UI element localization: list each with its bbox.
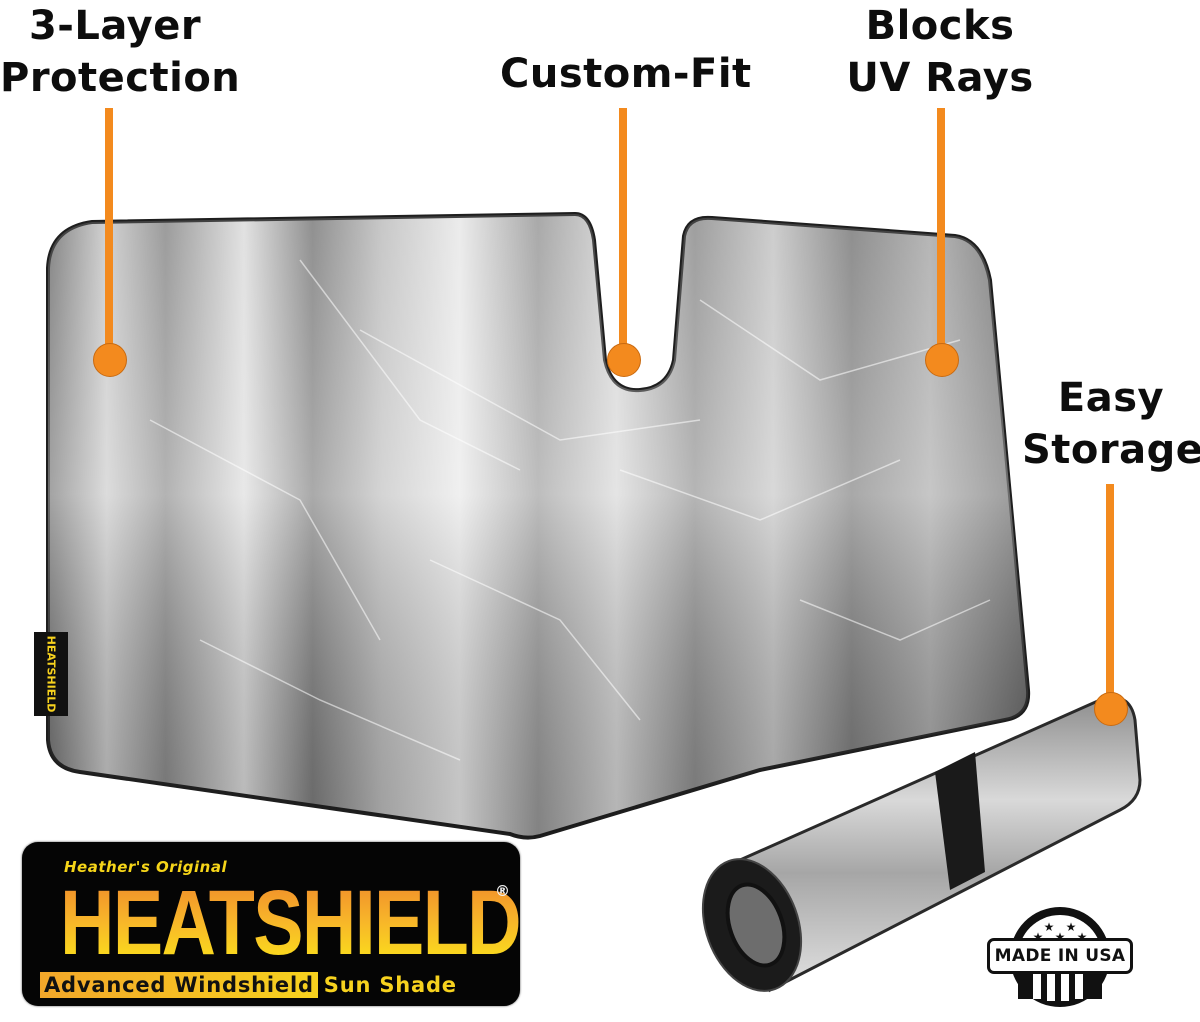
- callout-connector-custom-fit: [619, 108, 627, 358]
- callout-dot-custom-fit: [607, 343, 641, 377]
- callout-line-text: 3-Layer: [28, 3, 202, 49]
- svg-text:★: ★: [1077, 930, 1088, 944]
- heatshield-logo: Heather's Original HEATSHIELD ® Advanced…: [22, 842, 522, 1006]
- callout-line-text: Storage: [1022, 427, 1200, 473]
- callout-connector-3-layer: [105, 108, 113, 358]
- svg-text:★: ★: [1055, 930, 1066, 944]
- callout-line-text: Easy: [1057, 375, 1165, 421]
- callout-connector-easy-storage: [1106, 484, 1114, 702]
- brand-tag: HEATSHIELD: [34, 632, 68, 716]
- logo-subtitle-highlight: Advanced Windshield: [40, 972, 318, 998]
- callout-connector-blocks-uv: [937, 108, 945, 358]
- svg-text:★: ★: [1066, 920, 1077, 934]
- svg-text:★: ★: [1033, 930, 1044, 944]
- callout-label-3-layer-protection: 3-Layer Protection: [0, 0, 241, 104]
- callout-line-text: UV Rays: [846, 55, 1034, 101]
- brand-tag-text: HEATSHIELD: [44, 635, 58, 713]
- callout-label-easy-storage: Easy Storage: [1022, 372, 1200, 476]
- logo-tagline: Heather's Original: [64, 858, 228, 876]
- callout-line-text: Custom-Fit: [500, 51, 752, 97]
- registered-mark: ®: [495, 882, 510, 900]
- callout-dot-blocks-uv: [925, 343, 959, 377]
- callout-line-text: Blocks: [865, 3, 1015, 49]
- callout-dot-easy-storage: [1094, 692, 1128, 726]
- svg-text:★: ★: [1044, 920, 1055, 934]
- logo-subtitle: Advanced Windshield Sun Shade: [40, 972, 457, 998]
- callout-line-text: Protection: [0, 55, 241, 101]
- logo-brand: HEATSHIELD: [60, 872, 522, 974]
- callout-dot-3-layer: [93, 343, 127, 377]
- made-in-usa-badge: ★ ★ ★ ★ ★ MADE IN USA: [975, 905, 1145, 1010]
- made-in-usa-text: MADE IN USA: [987, 938, 1133, 974]
- callout-label-custom-fit: Custom-Fit: [500, 48, 752, 100]
- logo-subtitle-rest: Sun Shade: [323, 973, 457, 997]
- callout-label-blocks-uv: Blocks UV Rays: [845, 0, 1035, 104]
- usa-flag-seal-icon: ★ ★ ★ ★ ★: [1010, 907, 1110, 1007]
